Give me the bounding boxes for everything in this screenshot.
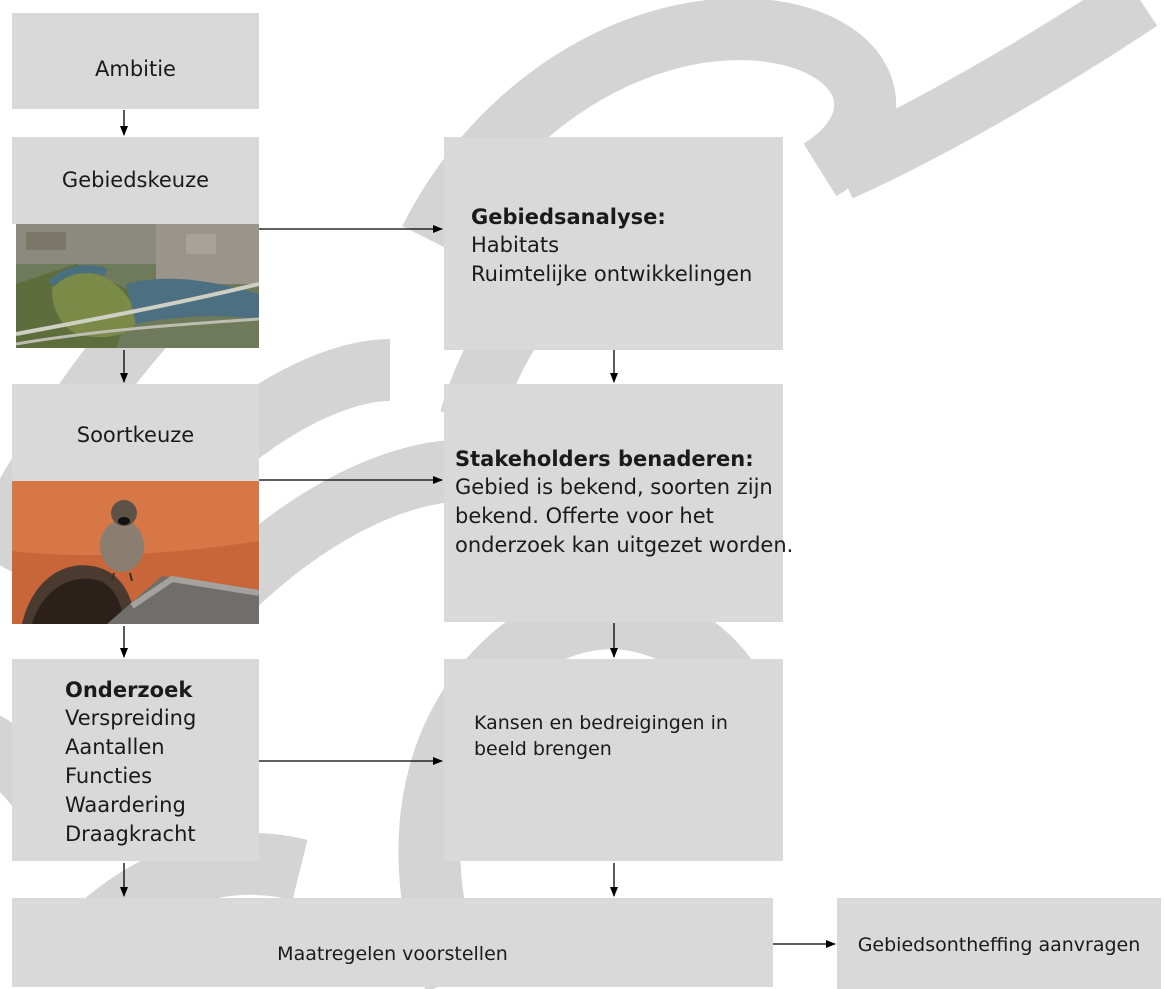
- stakeholders-title: Stakeholders benaderen:: [455, 447, 754, 471]
- onderzoek-title: Onderzoek: [65, 678, 193, 702]
- soortkeuze-box: [12, 384, 259, 481]
- aerial-map-image: [16, 224, 259, 348]
- soortkeuze-label: Soortkeuze: [76, 423, 195, 447]
- onderzoek-box: [12, 659, 259, 861]
- gebiedskeuze-box: [12, 137, 259, 224]
- gebiedsanalyse-item: Habitats: [471, 233, 560, 257]
- stakeholders-line: Gebied is bekend, soorten zijn: [455, 475, 773, 499]
- kansen-line: beeld brengen: [474, 738, 612, 760]
- onderzoek-item: Waardering: [65, 793, 186, 817]
- gebiedsanalyse-box: [444, 137, 783, 350]
- stakeholders-box: [444, 384, 783, 622]
- watermark-ring: [398, 587, 768, 989]
- stakeholders-line: bekend. Offerte voor het: [455, 504, 714, 528]
- gebiedsontheffing-box: [837, 898, 1161, 989]
- ambitie-label: Ambitie: [95, 57, 176, 81]
- onderzoek-item: Functies: [65, 764, 153, 788]
- sparrow-photo: [12, 481, 259, 624]
- kansen-box: [444, 659, 783, 861]
- gebiedsanalyse-item: Ruimtelijke ontwikkelingen: [471, 262, 753, 286]
- onderzoek-item: Draagkracht: [65, 822, 196, 846]
- maatregelen-label: Maatregelen voorstellen: [277, 943, 508, 965]
- onderzoek-item: Verspreiding: [65, 706, 197, 730]
- gebiedsanalyse-title: Gebiedsanalyse:: [471, 205, 666, 229]
- stakeholders-line: onderzoek kan uitgezet worden.: [455, 533, 794, 557]
- kansen-line: Kansen en bedreigingen in: [474, 712, 728, 734]
- watermark-arc-3: [827, 0, 1158, 199]
- watermark-arc-2: [402, 0, 897, 255]
- gebiedsontheffing-label: Gebiedsontheffing aanvragen: [857, 934, 1141, 956]
- gebiedskeuze-label: Gebiedskeuze: [61, 168, 210, 192]
- onderzoek-item: Aantallen: [65, 735, 165, 759]
- ambitie-box: [12, 13, 259, 109]
- maatregelen-box: [12, 898, 773, 987]
